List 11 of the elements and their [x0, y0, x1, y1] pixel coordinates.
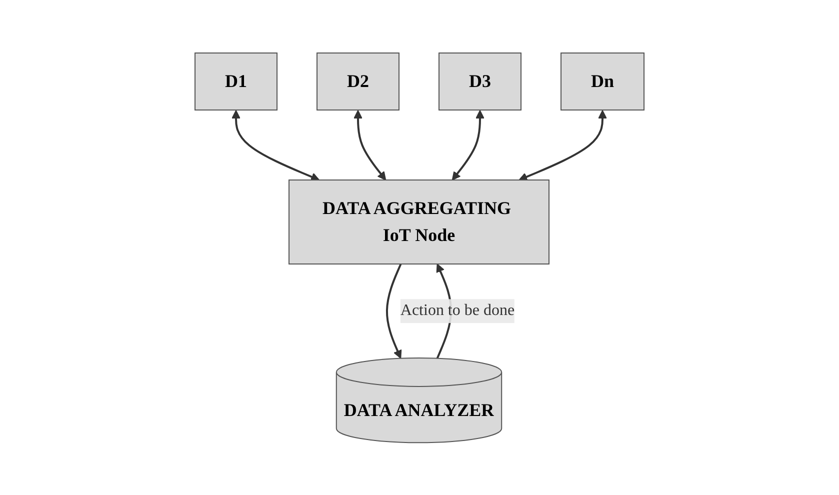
node-box: D3 — [438, 52, 522, 110]
node-box: Dn — [560, 52, 644, 110]
edge-label: Action to be done — [400, 302, 515, 319]
arrow — [452, 110, 484, 180]
arrow — [518, 110, 607, 181]
node-box: D2 — [316, 52, 400, 110]
node-box: DATA AGGREGATING IoT Node — [288, 179, 550, 264]
node-box: D1 — [194, 52, 278, 110]
arrow — [386, 263, 402, 358]
arrow — [232, 110, 320, 181]
arrow — [354, 110, 386, 180]
